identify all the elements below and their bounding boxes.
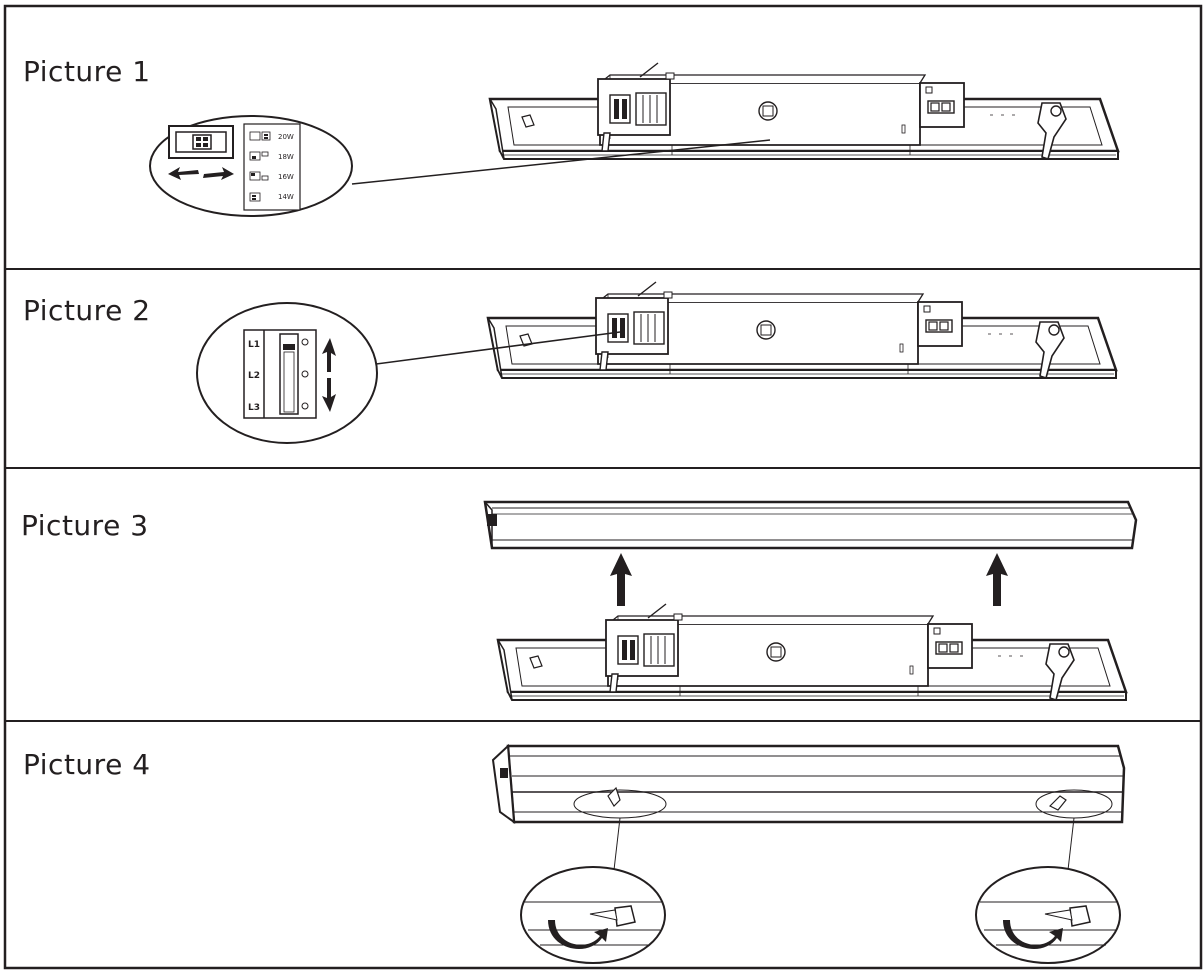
panel-2-label: Picture 2 bbox=[23, 294, 151, 327]
picture-4-assembled-fixture bbox=[491, 743, 1126, 825]
level-switch-callout: L1 L2 L3 bbox=[196, 302, 378, 444]
right-arrow-icon bbox=[203, 167, 234, 180]
picture-4-callout-line-right bbox=[1067, 817, 1075, 871]
level-l2: L2 bbox=[248, 371, 260, 381]
picture-1-fixture bbox=[488, 61, 1120, 161]
lift-arrow-left-icon bbox=[610, 553, 632, 606]
option-14w: 14W bbox=[278, 193, 294, 201]
panel-3-label: Picture 3 bbox=[21, 509, 149, 542]
up-arrow-icon bbox=[322, 338, 336, 372]
option-16w: 16W bbox=[278, 173, 294, 181]
rotate-arrow-icon bbox=[1003, 920, 1063, 950]
picture-2-fixture bbox=[486, 280, 1118, 380]
sheet-border bbox=[3, 4, 1203, 970]
picture-2-callout-line bbox=[375, 331, 621, 365]
picture-4-callout-line-left bbox=[613, 817, 621, 871]
clip-detail-right bbox=[975, 866, 1121, 964]
level-l1: L1 bbox=[248, 340, 260, 350]
panel-1-label: Picture 1 bbox=[23, 55, 151, 88]
wattage-switch-callout: 20W 18W 16W 14W bbox=[149, 115, 353, 217]
lift-arrow-right-icon bbox=[986, 553, 1008, 606]
level-l3: L3 bbox=[248, 403, 260, 413]
picture-3-cover bbox=[483, 500, 1138, 550]
clip-detail-left bbox=[520, 866, 666, 964]
picture-1-callout-line bbox=[351, 139, 771, 185]
option-18w: 18W bbox=[278, 153, 294, 161]
down-arrow-icon bbox=[322, 378, 336, 412]
panel-4-label: Picture 4 bbox=[23, 748, 151, 781]
rotate-arrow-icon bbox=[548, 920, 608, 950]
option-20w: 20W bbox=[278, 133, 294, 141]
left-arrow-icon bbox=[168, 167, 199, 180]
picture-3-fixture bbox=[496, 602, 1128, 702]
